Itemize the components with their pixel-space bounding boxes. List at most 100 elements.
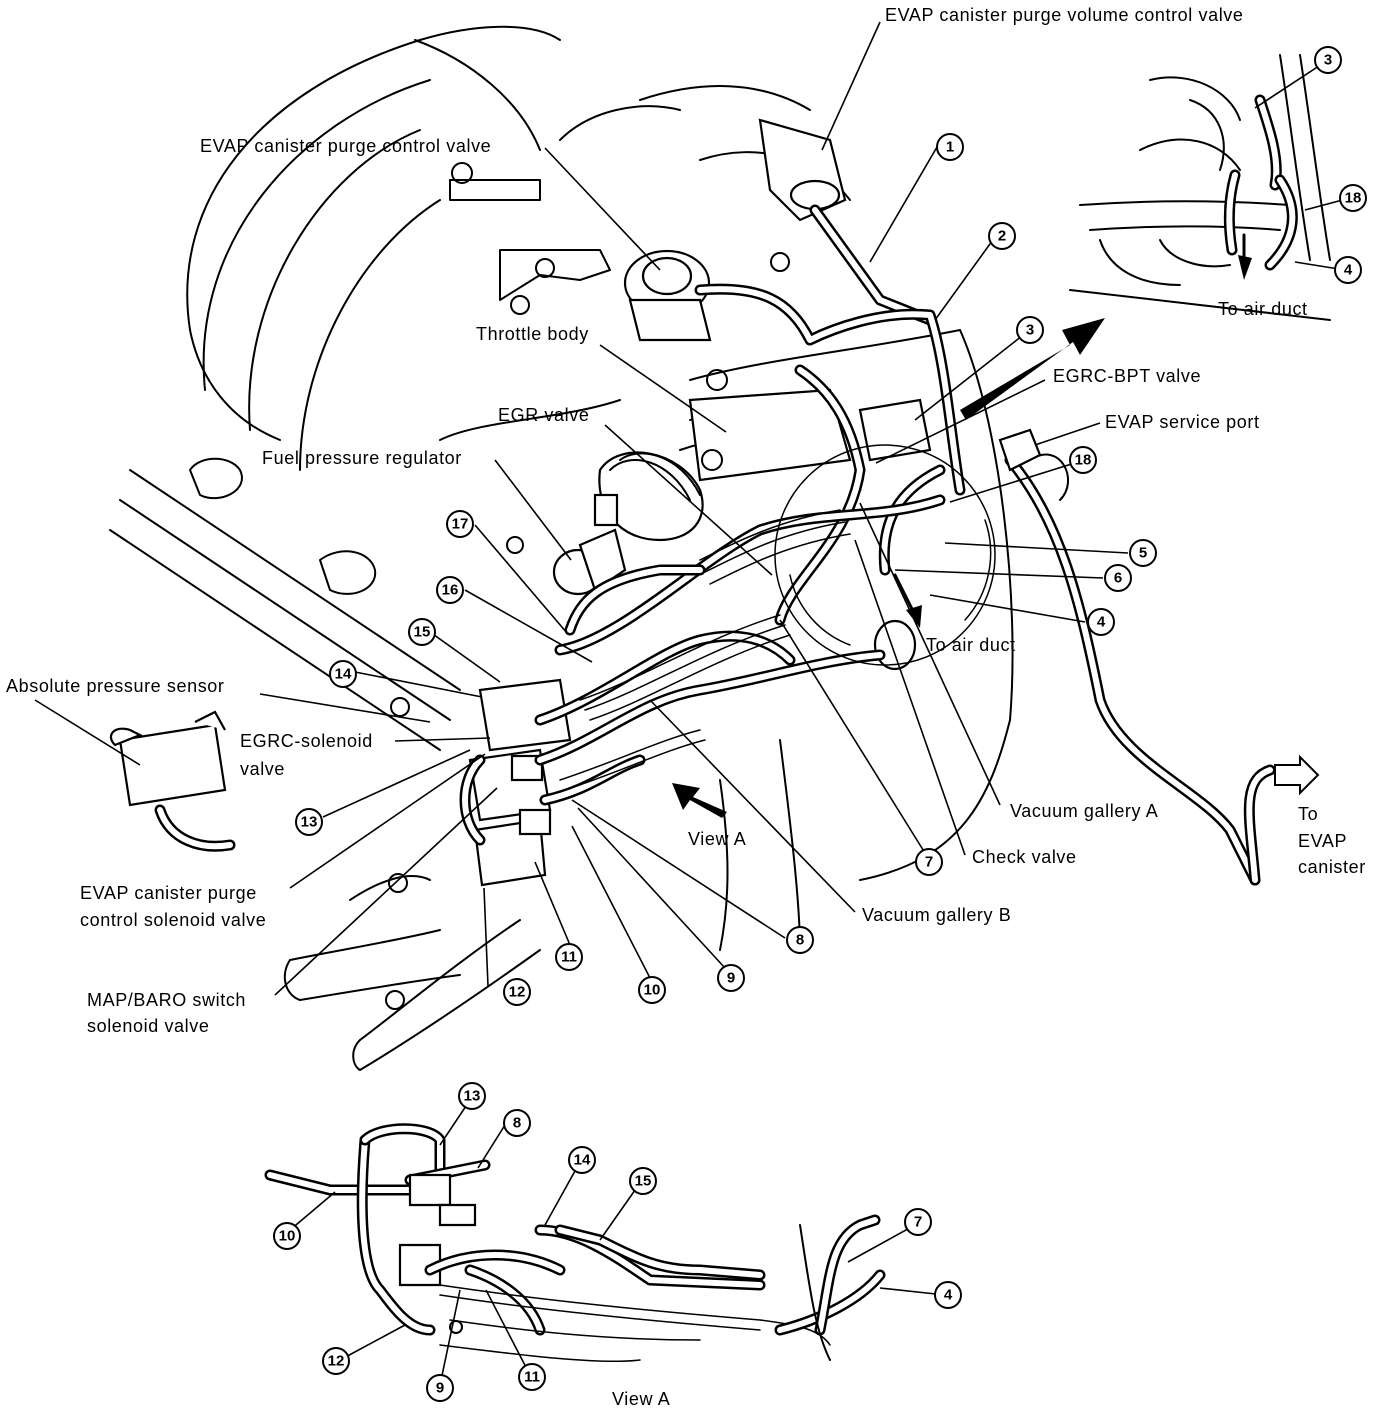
label-to-evap-line3: canister xyxy=(1298,857,1366,877)
purge-volume-control-valve xyxy=(758,118,936,326)
callout-11-view: 11 xyxy=(518,1363,546,1391)
svg-text:12: 12 xyxy=(328,1353,345,1370)
svg-text:3: 3 xyxy=(1324,52,1332,69)
svg-text:2: 2 xyxy=(998,228,1006,245)
label-view-a-caption: View A xyxy=(612,1389,670,1409)
callout-1: 1 xyxy=(936,133,964,161)
svg-text:15: 15 xyxy=(414,624,431,641)
label-egrc-solenoid-line2: valve xyxy=(240,759,285,779)
svg-text:13: 13 xyxy=(301,814,318,831)
label-throttle-body: Throttle body xyxy=(476,324,589,344)
callout-12-main: 12 xyxy=(503,978,531,1006)
svg-text:14: 14 xyxy=(335,666,352,683)
callout-13-view: 13 xyxy=(458,1082,486,1110)
callout-4-inset: 4 xyxy=(1334,256,1362,284)
label-map-baro-line2: solenoid valve xyxy=(87,1016,209,1036)
callout-14-main: 14 xyxy=(329,660,357,688)
label-map-baro-line1: MAP/BARO switch xyxy=(87,990,246,1010)
label-check-valve: Check valve xyxy=(972,847,1077,867)
detail-circle xyxy=(774,444,996,666)
label-purge-volume-control-valve: EVAP canister purge volume control valve xyxy=(885,5,1244,25)
label-purge-control-solenoid-line2: control solenoid valve xyxy=(80,910,266,930)
callout-8-main: 8 xyxy=(786,926,814,954)
text-labels: EVAP canister purge volume control valve… xyxy=(6,5,1366,1409)
svg-text:4: 4 xyxy=(944,1287,953,1304)
svg-text:5: 5 xyxy=(1139,545,1147,562)
callout-4-view: 4 xyxy=(934,1281,962,1309)
callout-4-main: 4 xyxy=(1087,608,1115,636)
callout-16: 16 xyxy=(436,576,464,604)
callout-18-inset: 18 xyxy=(1339,184,1367,212)
callout-17: 17 xyxy=(446,510,474,538)
egr-valve xyxy=(593,451,704,542)
label-to-air-duct-main: To air duct xyxy=(926,635,1016,655)
label-to-air-duct-inset: To air duct xyxy=(1218,299,1308,319)
arrow-to-air-duct-main xyxy=(893,573,922,628)
svg-text:11: 11 xyxy=(561,949,577,966)
svg-text:7: 7 xyxy=(925,854,933,871)
label-egr-valve: EGR valve xyxy=(498,405,589,425)
svg-text:8: 8 xyxy=(796,932,804,949)
callout-12-view: 12 xyxy=(322,1347,350,1375)
callout-10-view: 10 xyxy=(273,1222,301,1250)
svg-text:13: 13 xyxy=(464,1088,481,1105)
callout-7-main: 7 xyxy=(915,848,943,876)
evap-service-port xyxy=(998,428,1042,472)
callout-3-main: 3 xyxy=(1016,316,1044,344)
absolute-pressure-sensor xyxy=(109,710,236,852)
svg-text:8: 8 xyxy=(513,1115,521,1132)
throttle-body xyxy=(688,388,852,482)
callout-10-main: 10 xyxy=(638,976,666,1004)
solenoid-valve-block xyxy=(468,678,572,887)
svg-text:10: 10 xyxy=(279,1228,296,1245)
fuel-pressure-regulator xyxy=(552,528,627,596)
view-a-detail xyxy=(264,1123,886,1363)
inset-detail xyxy=(1069,54,1331,321)
arrow-to-evap-canister xyxy=(1274,754,1320,796)
callout-15-view: 15 xyxy=(629,1167,657,1195)
label-fuel-pressure-regulator: Fuel pressure regulator xyxy=(262,448,462,468)
callout-9-main: 9 xyxy=(717,964,745,992)
callout-3-inset: 3 xyxy=(1314,46,1342,74)
svg-text:18: 18 xyxy=(1345,190,1362,207)
svg-text:14: 14 xyxy=(574,1152,591,1169)
svg-text:12: 12 xyxy=(509,984,526,1001)
label-purge-control-valve: EVAP canister purge control valve xyxy=(200,136,491,156)
label-to-evap-line1: To xyxy=(1298,804,1318,824)
callout-7-view: 7 xyxy=(904,1208,932,1236)
callout-15-main: 15 xyxy=(408,618,436,646)
callout-11-main: 11 xyxy=(555,943,583,971)
vacuum-hoses xyxy=(459,283,966,846)
svg-text:7: 7 xyxy=(914,1214,922,1231)
callout-2: 2 xyxy=(988,222,1016,250)
label-view-a-arrow: View A xyxy=(688,829,746,849)
callout-13-main: 13 xyxy=(295,808,323,836)
label-vacuum-gallery-a: Vacuum gallery A xyxy=(1010,801,1158,821)
svg-text:10: 10 xyxy=(644,982,661,999)
svg-text:9: 9 xyxy=(727,970,735,987)
callout-14-view: 14 xyxy=(568,1146,596,1174)
label-evap-service-port: EVAP service port xyxy=(1105,412,1260,432)
callouts: 1 2 3 18 4 3 18 5 6 4 17 16 15 14 13 7 8… xyxy=(273,46,1367,1402)
label-absolute-pressure-sensor: Absolute pressure sensor xyxy=(6,676,225,696)
label-egrc-solenoid-line1: EGRC-solenoid xyxy=(240,731,373,751)
label-to-evap-line2: EVAP xyxy=(1298,831,1347,851)
callout-5: 5 xyxy=(1129,539,1157,567)
svg-text:15: 15 xyxy=(635,1173,652,1190)
svg-text:16: 16 xyxy=(442,582,459,599)
label-purge-control-solenoid-line1: EVAP canister purge xyxy=(80,883,257,903)
svg-text:4: 4 xyxy=(1097,614,1106,631)
svg-text:3: 3 xyxy=(1026,322,1034,339)
callout-6: 6 xyxy=(1104,564,1132,592)
callout-18-main: 18 xyxy=(1069,446,1097,474)
svg-text:17: 17 xyxy=(452,516,469,533)
purge-control-valve xyxy=(623,249,712,342)
arrow-to-inset xyxy=(960,318,1105,420)
svg-text:4: 4 xyxy=(1344,262,1353,279)
engine-outline xyxy=(109,25,1276,1071)
svg-text:18: 18 xyxy=(1075,452,1092,469)
svg-text:11: 11 xyxy=(524,1369,540,1386)
callout-8-view: 8 xyxy=(503,1109,531,1137)
arrow-view-a xyxy=(672,783,727,818)
